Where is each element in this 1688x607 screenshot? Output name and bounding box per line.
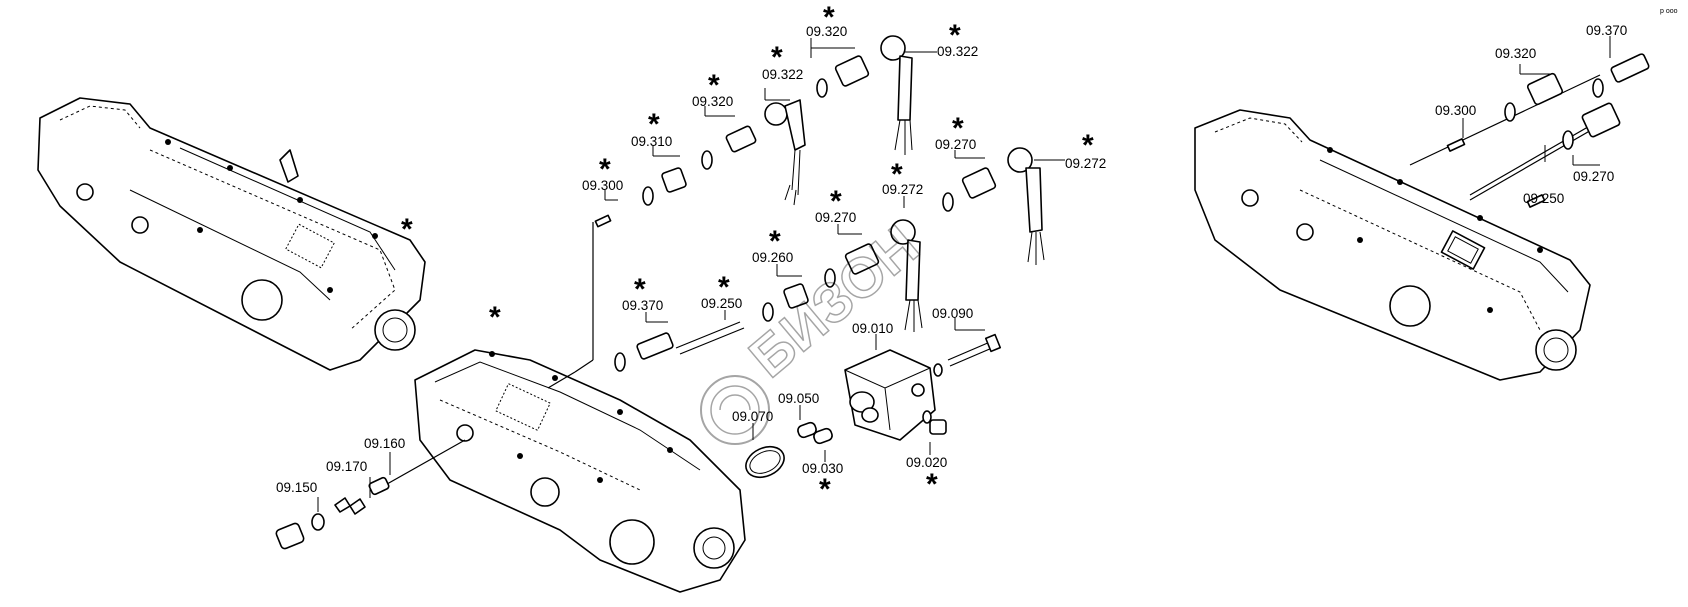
asterisk-mark: * <box>952 112 964 145</box>
part-label: 09.150 <box>276 480 318 495</box>
asterisk-mark: * <box>926 468 938 501</box>
part-label: 09.250 <box>701 296 743 311</box>
asterisk-mark: * <box>599 153 611 186</box>
right-sensor-parts <box>1409 53 1650 208</box>
part-label: 09.272 <box>882 182 924 197</box>
part-label: 09.270 <box>935 137 977 152</box>
part-label: 09.322 <box>762 67 804 82</box>
part-label: 09.090 <box>932 306 974 321</box>
part-label: 09.020 <box>906 455 948 470</box>
part-label: 09.270 <box>815 210 857 225</box>
part-label: 09.250 <box>1523 191 1565 206</box>
part-label: 09.050 <box>778 391 820 406</box>
asterisk-mark: * <box>708 69 720 102</box>
corner-mark: p ooo <box>1660 8 1678 15</box>
part-label: 09.030 <box>802 461 844 476</box>
center-housing-assembly <box>414 349 746 593</box>
part-label: 09.010 <box>852 321 894 336</box>
asterisk-mark: * <box>769 225 781 258</box>
part-label: 09.370 <box>622 298 664 313</box>
part-label: 09.272 <box>1065 156 1107 171</box>
asterisk-mark: * <box>401 213 413 246</box>
part-label: 09.322 <box>937 44 979 59</box>
valve-block <box>745 333 1002 479</box>
part-label: 09.260 <box>752 250 794 265</box>
asterisk-mark: * <box>830 185 842 218</box>
asterisk-mark: * <box>718 271 730 304</box>
asterisk-mark: * <box>1082 129 1094 162</box>
part-label: 09.320 <box>806 24 848 39</box>
sensor-parts <box>547 35 1045 389</box>
leader-lines <box>317 36 1611 512</box>
part-label: 09.320 <box>692 94 734 109</box>
part-label: 09.300 <box>582 178 624 193</box>
asterisk-mark: * <box>771 41 783 74</box>
left-housing-assembly <box>37 97 426 371</box>
part-label: 09.370 <box>1586 23 1628 38</box>
part-label: 09.300 <box>1435 103 1477 118</box>
part-label: 09.320 <box>1495 46 1537 61</box>
asterisk-mark: * <box>648 108 660 141</box>
part-label: 09.310 <box>631 134 673 149</box>
asterisk-mark: * <box>823 1 835 34</box>
asterisk-mark: * <box>819 473 831 506</box>
asterisk-mark: * <box>891 158 903 191</box>
right-housing-assembly <box>1194 109 1591 381</box>
asterisk-mark: * <box>489 301 501 334</box>
part-label: 09.170 <box>326 459 368 474</box>
plug-spring-parts <box>275 439 466 550</box>
part-label: 09.160 <box>364 436 406 451</box>
part-label: 09.270 <box>1573 169 1615 184</box>
asterisk-mark: * <box>949 19 961 52</box>
asterisk-mark: * <box>634 273 646 306</box>
part-label: 09.070 <box>732 409 774 424</box>
